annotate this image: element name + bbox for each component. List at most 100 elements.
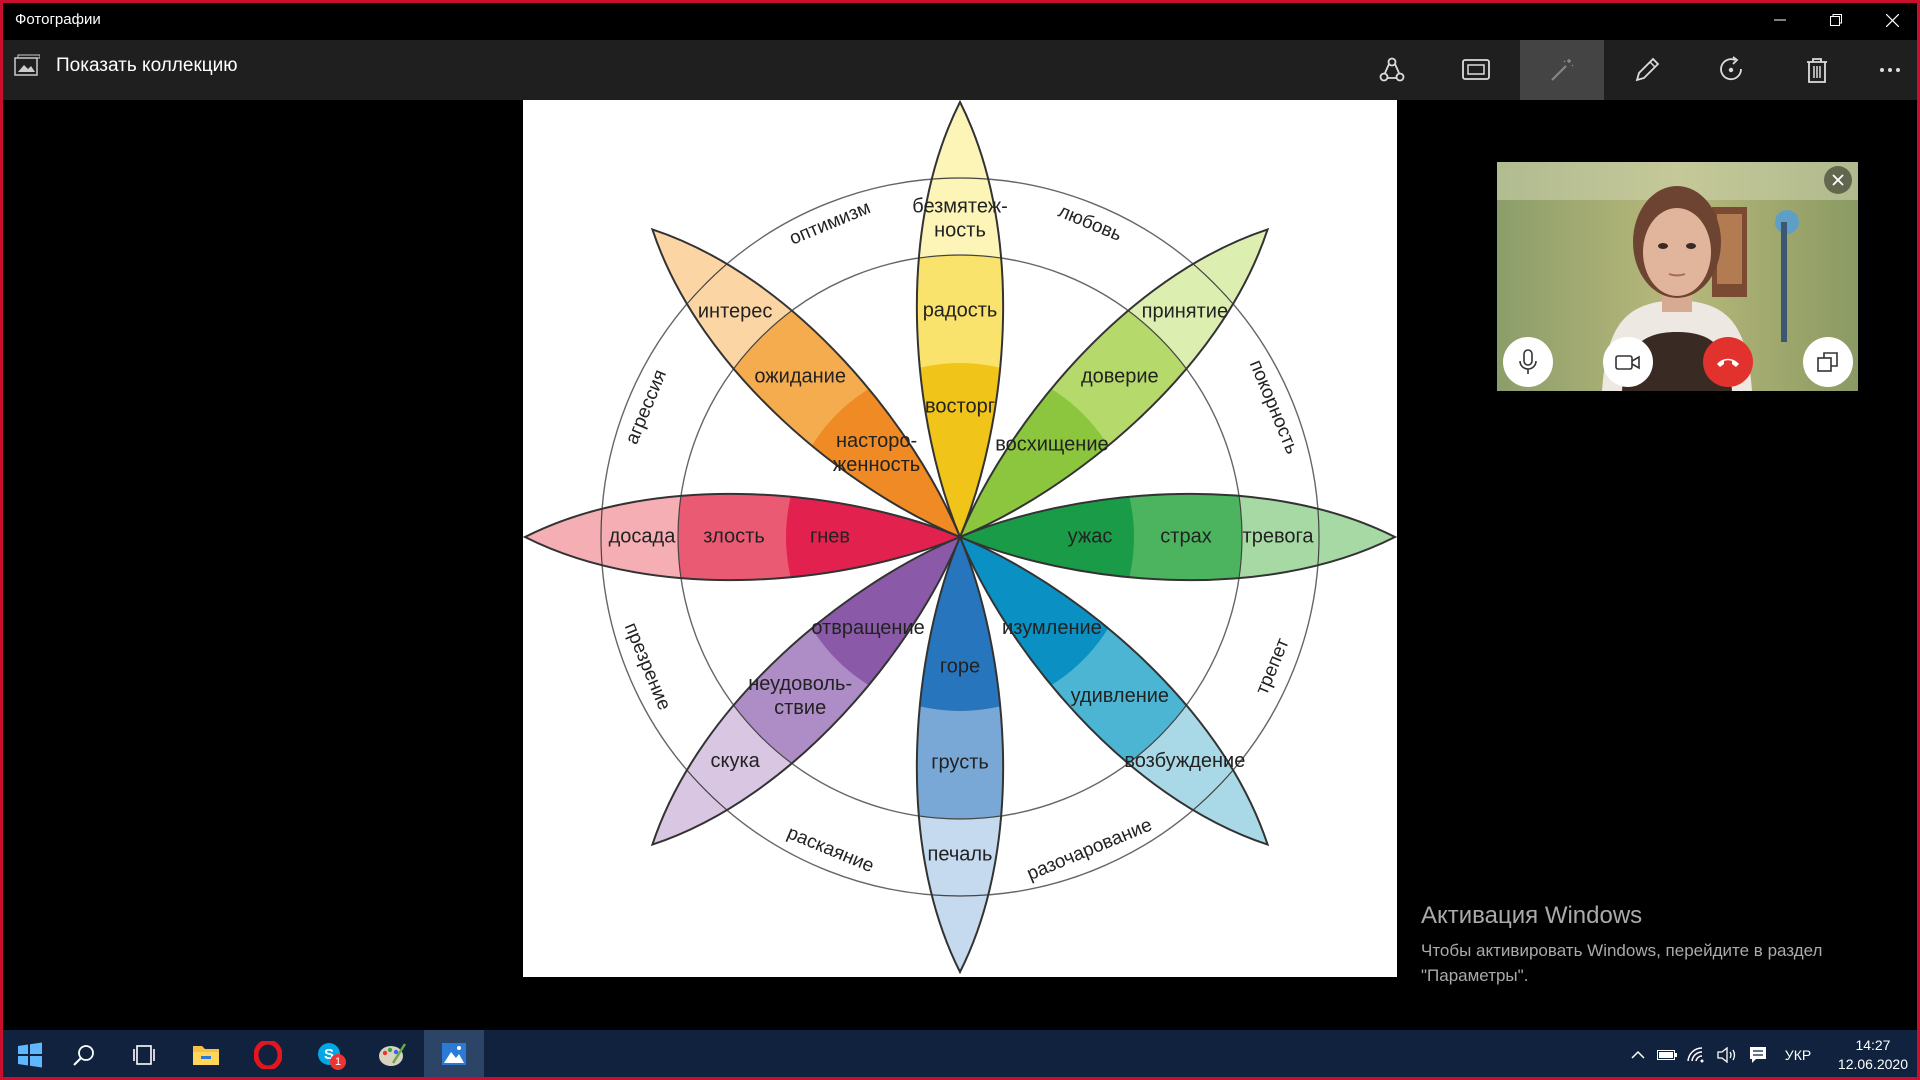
wheel-label: радость [923,299,998,321]
rotate-button[interactable] [1690,40,1774,100]
windows-activation-watermark: Активация Windows Чтобы активировать Win… [1421,902,1861,988]
wheel-label: покорность [1245,357,1303,457]
delete-button[interactable] [1775,40,1859,100]
petal-outline [522,492,963,582]
wheel-label: досада [609,525,677,547]
photos-app-button[interactable] [424,1030,484,1080]
wheel-label: страх [1160,525,1211,547]
video-call-window[interactable] [1497,162,1858,391]
petal-ring-line [916,537,1004,820]
wheel-label: грусть [931,751,989,773]
collection-icon [14,54,40,76]
hang-up-icon [1717,358,1739,367]
toolbar: Показать коллекцию [0,40,1920,100]
wheel-label: интерес [698,300,773,322]
language-indicator[interactable]: УКР [1784,1047,1812,1063]
activation-line-1: Чтобы активировать Windows, перейдите в … [1421,941,1823,960]
wheel-label: отвращение [811,617,924,639]
video-toggle-button[interactable] [1603,337,1653,387]
petal-0 [916,102,1004,537]
wheel-label: скука [710,750,760,772]
windows-icon [18,1042,42,1068]
file-explorer-button[interactable] [176,1030,236,1080]
minimize-button[interactable] [1752,0,1808,40]
emotion-wheel: восторг радость безмятеж-ность восхищение до… [522,99,1398,975]
slideshow-button[interactable] [1434,40,1518,100]
wheel-label: трепет [1252,635,1294,698]
close-button[interactable] [1864,0,1920,40]
wheel-label: оптимизм [787,197,874,249]
wheel-label: горе [940,655,980,677]
petal-outline [650,227,962,539]
task-view-button[interactable] [114,1030,174,1080]
battery-icon [1657,1050,1677,1060]
petal-outline [958,227,1270,539]
wheel-label: презрение [620,620,675,714]
pencil-icon [1635,57,1660,82]
activation-heading: Активация Windows [1421,902,1643,929]
paint-button[interactable] [362,1030,422,1080]
network-button[interactable] [1684,1030,1710,1080]
activation-line-2: "Параметры". [1421,966,1529,985]
wheel-label: безмятеж- [912,195,1008,217]
wheel-label: раскаяние [784,822,877,877]
wheel-label: ожидание [754,365,846,387]
wheel-label: изумление [1002,617,1102,639]
wheel-label: восторг [925,395,995,417]
switch-window-icon [1817,352,1838,372]
skype-notification-badge: 1 [330,1054,346,1070]
show-collection-label: Показать коллекцию [56,55,238,76]
enhance-button[interactable] [1520,40,1604,100]
image-viewer[interactable]: восторг радость безмятеж-ность восхищение до… [522,99,1398,977]
wifi-icon [1687,1047,1704,1063]
minimize-icon [1774,19,1786,21]
wheel-label: любовь [1055,201,1125,246]
window-title: Фотографии [15,11,101,28]
speaker-icon [1717,1047,1736,1063]
show-hidden-icons-button[interactable] [1626,1030,1650,1080]
end-call-button[interactable] [1703,337,1753,387]
edit-button[interactable] [1605,40,1689,100]
wheel-label: печаль [928,843,993,865]
petal-outline [915,534,1005,975]
call-close-button[interactable] [1824,166,1852,194]
petal-4 [916,537,1004,972]
opera-icon [254,1041,282,1069]
more-button[interactable] [1848,40,1920,100]
mute-button[interactable] [1503,337,1553,387]
clock-date: 12.06.2020 [1837,1056,1908,1072]
close-icon [1832,174,1844,186]
taskbar: S 1 УКР 14:27 12.06.2020 [0,1030,1920,1080]
magic-wand-icon [1551,59,1574,81]
chevron-up-icon [1631,1050,1645,1059]
search-button[interactable] [54,1030,114,1080]
folder-icon [193,1046,219,1065]
volume-button[interactable] [1714,1030,1740,1080]
wheel-label: ность [934,219,986,241]
share-button[interactable] [1350,40,1434,100]
petal-ring-line [916,254,1004,537]
wheel-label: злость [703,525,765,547]
action-center-button[interactable] [1744,1030,1772,1080]
share-icon [1379,57,1405,82]
skype-button[interactable]: S 1 [300,1030,360,1080]
start-button[interactable] [0,1030,60,1080]
restore-button[interactable] [1808,0,1864,40]
clock-time: 14:27 [1855,1037,1891,1053]
switch-view-button[interactable] [1803,337,1853,387]
wheel-label: тревога [1243,525,1315,547]
task-view-icon [133,1045,155,1065]
trash-icon [1807,58,1827,83]
battery-button[interactable] [1654,1030,1680,1080]
opera-button[interactable] [238,1030,298,1080]
wheel-label: восхищение [995,433,1108,455]
microphone-icon [1519,349,1537,374]
search-icon [73,1045,94,1066]
petal-ring-line [960,493,1320,581]
clock[interactable]: 14:27 12.06.2020 [1838,1036,1908,1074]
petal-outline [957,492,1398,582]
petal-ring-line [677,493,960,581]
show-collection-button[interactable]: Показать коллекцию [14,54,238,78]
petal-outline [650,535,962,847]
more-icon [1880,68,1900,72]
